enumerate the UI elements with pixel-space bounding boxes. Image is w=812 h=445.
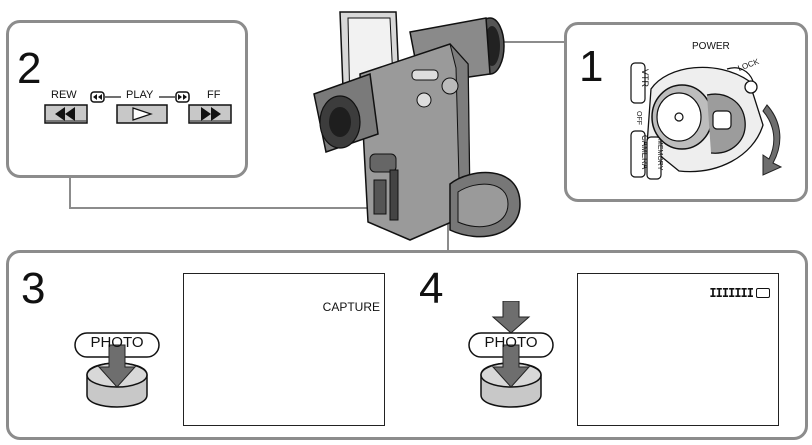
rew-button[interactable] (44, 104, 88, 124)
fast-forward-icon (201, 107, 221, 121)
step4-lcd-screen: IIIIIII (577, 273, 779, 426)
press-down-arrow-top (491, 300, 531, 334)
camcorder-illustration (313, 11, 521, 241)
step4-photo-label: PHOTO (484, 334, 538, 351)
ff-mode-icon (175, 91, 190, 103)
power-switch[interactable] (651, 84, 746, 154)
power-switch-illustration: LOCK VTR OFF CAMERA MEMORY (630, 57, 783, 180)
power-label: POWER (692, 41, 730, 52)
svg-text:CAMERA: CAMERA (640, 135, 649, 170)
play-icon (132, 107, 153, 121)
step4-photo-button[interactable]: PHOTO (465, 300, 561, 431)
svg-text:MEMORY: MEMORY (656, 139, 663, 171)
step34-panel: 3 4 PHOTO CAPTURE PHOTO IIIIIII (6, 250, 808, 440)
press-down-arrow-bottom (491, 344, 531, 388)
memory-indicator: IIIIIII (709, 286, 770, 300)
memory-mode-label: MEMORY (646, 136, 663, 180)
step3-lcd-screen: CAPTURE (183, 273, 385, 426)
step2-number: 2 (17, 44, 42, 93)
step2-panel: 2 REW PLAY FF (6, 20, 248, 178)
play-button[interactable] (116, 104, 168, 124)
callout-line-step2 (69, 176, 380, 209)
ff-label: FF (207, 89, 221, 101)
step3-photo-button[interactable]: PHOTO (71, 329, 167, 429)
step1-number: 1 (579, 42, 604, 91)
svg-text:VTR: VTR (640, 69, 650, 88)
rew-label: REW (51, 89, 77, 101)
play-label: PLAY (126, 89, 154, 101)
camera-mode-label: CAMERA (630, 130, 649, 178)
ff-button[interactable] (188, 104, 232, 124)
step3-photo-button-art (74, 332, 160, 408)
step1-panel: 1 POWER LOCK VTR OFF CAMERA MEMORY (564, 22, 808, 202)
step3-photo-label: PHOTO (90, 334, 144, 351)
press-down-arrow (97, 344, 137, 388)
vtr-mode-label: VTR (630, 62, 650, 104)
rewind-icon (55, 107, 75, 121)
memory-card-icon (756, 288, 770, 298)
step4-photo-button-art (468, 300, 554, 408)
step2-buttons (44, 91, 232, 124)
memory-indicator-bars: IIIIIII (709, 286, 754, 300)
off-mode-label: OFF (635, 111, 642, 125)
lock-button (744, 80, 758, 94)
step4-number: 4 (419, 264, 444, 313)
rotate-down-arrow (762, 104, 783, 176)
rew-mode-icon (90, 91, 105, 103)
step3-number: 3 (21, 264, 46, 313)
capture-text: CAPTURE (322, 300, 380, 314)
lock-label: LOCK (737, 57, 761, 73)
